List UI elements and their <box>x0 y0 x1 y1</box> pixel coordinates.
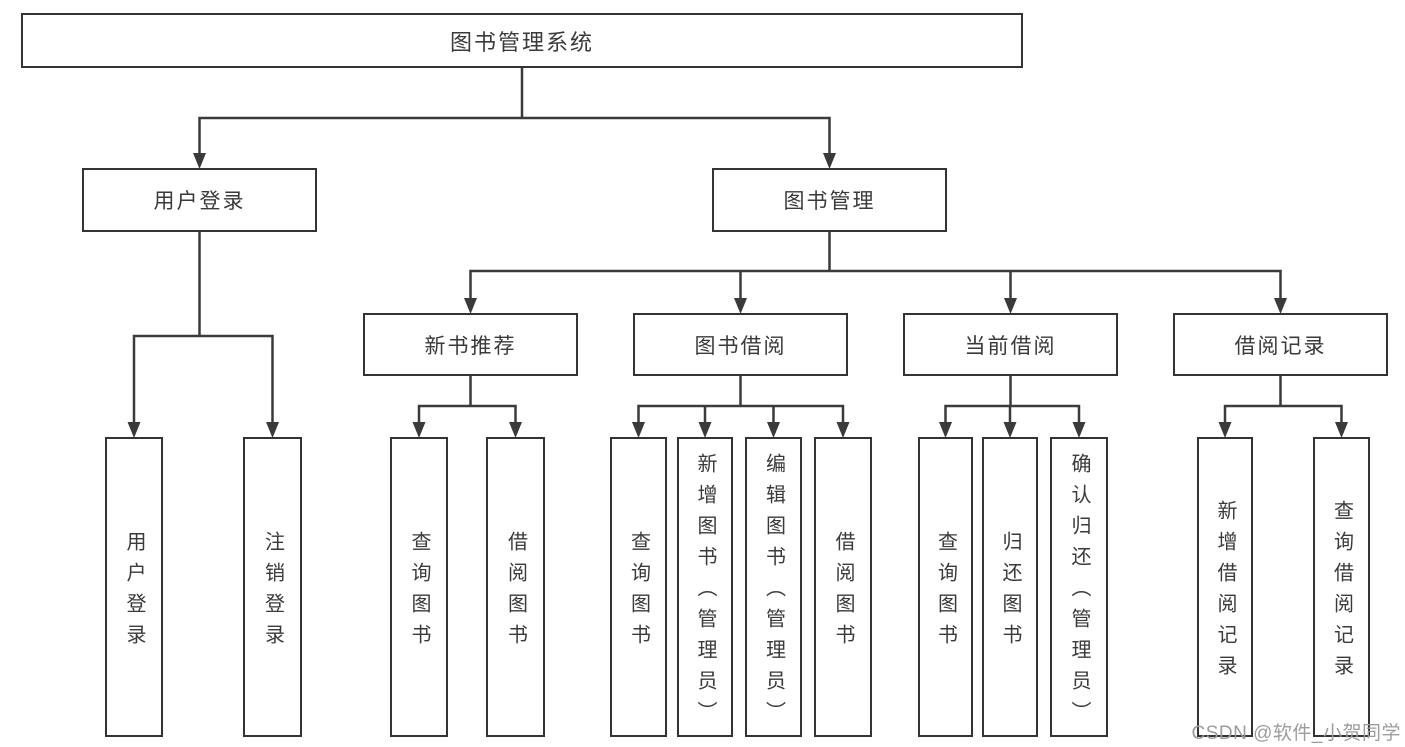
node-user-login-module-label: 用户登录 <box>153 190 246 213</box>
node-book-management: 图书管理 <box>712 168 947 232</box>
node-new-book-recommendation-label: 新书推荐 <box>424 334 517 358</box>
node-book-borrowing: 图书借阅 <box>633 313 848 376</box>
node-book-management-label: 图书管理 <box>783 190 876 213</box>
node-return-books: 归还图书 <box>982 437 1038 737</box>
node-confirm-return-admin-label: 确认归还（管理员） <box>1068 453 1090 732</box>
node-query-books-label: 查询图书 <box>408 530 430 655</box>
node-edit-books-admin: 编辑图书（管理员） <box>745 437 802 737</box>
node-add-borrow-record: 新增借阅记录 <box>1197 437 1253 737</box>
node-add-borrow-record-label: 新增借阅记录 <box>1214 499 1236 686</box>
node-confirm-return-admin: 确认归还（管理员） <box>1050 437 1108 737</box>
node-query-books-under-current: 查询图书 <box>918 437 973 737</box>
node-add-books-admin-label: 新增图书（管理员） <box>694 453 716 732</box>
node-query-borrow-record: 查询借阅记录 <box>1313 437 1370 737</box>
node-query-books-label: 查询图书 <box>627 530 650 655</box>
node-user-login-label: 用户登录 <box>123 530 145 655</box>
watermark: CSDN @软件_小贺同学 <box>1191 723 1401 744</box>
node-query-books-under-recommendation: 查询图书 <box>390 437 448 737</box>
node-library-management-system-label: 图书管理系统 <box>449 29 594 55</box>
node-return-books-label: 归还图书 <box>999 530 1021 655</box>
node-current-borrowing: 当前借阅 <box>903 313 1118 376</box>
node-borrow-books-under-borrowing: 借阅图书 <box>814 437 872 737</box>
node-book-borrowing-label: 图书借阅 <box>694 334 787 358</box>
node-user-login: 用户登录 <box>105 437 163 737</box>
node-borrow-books-label: 借阅图书 <box>504 530 527 655</box>
node-new-book-recommendation: 新书推荐 <box>363 313 578 376</box>
node-borrow-books-under-recommendation: 借阅图书 <box>486 437 545 737</box>
node-borrowing-records-label: 借阅记录 <box>1234 334 1327 358</box>
node-user-login-module: 用户登录 <box>82 168 317 232</box>
node-edit-books-admin-label: 编辑图书（管理员） <box>762 453 785 732</box>
node-query-books-label: 查询图书 <box>934 530 957 655</box>
node-borrowing-records: 借阅记录 <box>1173 313 1388 376</box>
node-current-borrowing-label: 当前借阅 <box>964 334 1057 358</box>
node-library-management-system: 图书管理系统 <box>21 13 1023 68</box>
node-borrow-books-label: 借阅图书 <box>832 530 854 655</box>
node-query-books-under-borrowing: 查询图书 <box>610 437 667 737</box>
node-logout: 注销登录 <box>243 437 302 737</box>
node-query-borrow-record-label: 查询借阅记录 <box>1330 499 1353 686</box>
node-add-books-admin: 新增图书（管理员） <box>677 437 733 737</box>
node-logout-label: 注销登录 <box>261 530 284 655</box>
